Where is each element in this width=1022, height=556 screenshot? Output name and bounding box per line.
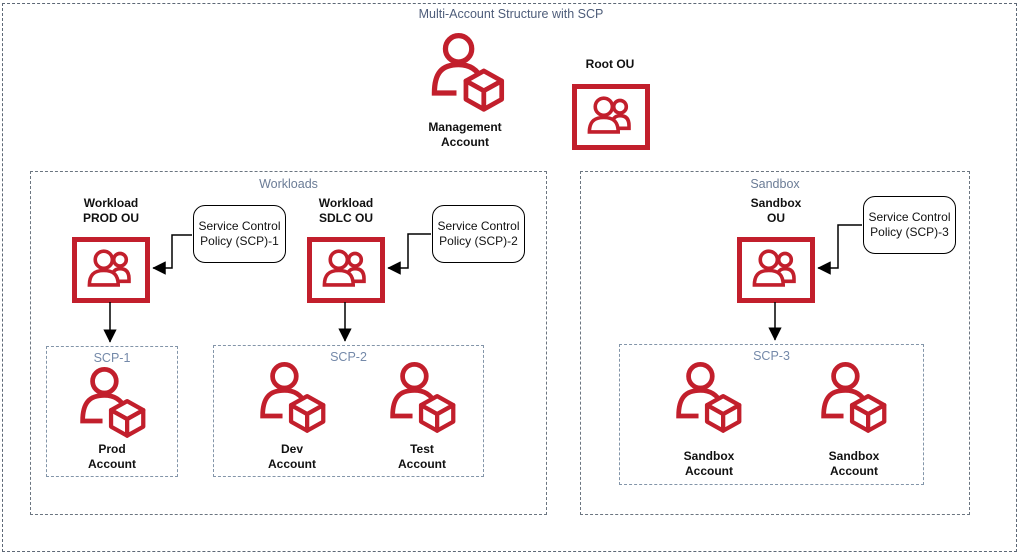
sandbox-account-label-2: Sandbox Account <box>828 449 880 478</box>
scp2-group-title: SCP-2 <box>330 350 367 364</box>
workload-prod-ou-label: Workload PROD OU <box>82 196 139 225</box>
test-account-label: Test Account <box>398 442 446 471</box>
workloads-group-title: Workloads <box>259 177 318 191</box>
sandbox-account-label-1: Sandbox Account <box>683 449 735 478</box>
sandbox-account-icon-1 <box>672 361 744 435</box>
workload-prod-ou-icon <box>72 237 150 303</box>
prod-account-label: Prod Account <box>88 442 136 471</box>
sandbox-group-title: Sandbox <box>750 177 800 191</box>
dev-account-label: Dev Account <box>268 442 316 471</box>
workloads-group: Workloads Workload PROD OU Service Contr… <box>30 171 547 515</box>
scp2-policy-box: Service Control Policy (SCP)-2 <box>432 205 525 263</box>
workload-sdlc-ou-label: Workload SDLC OU <box>318 196 374 225</box>
sandbox-ou-label: Sandbox OU <box>750 196 802 225</box>
prod-account-icon <box>76 366 148 440</box>
outer-boundary <box>2 3 1017 552</box>
scp3-group: SCP-3 Sandbox Account Sandbox Account <box>619 344 924 485</box>
scp1-group-title: SCP-1 <box>93 351 131 365</box>
test-account-icon <box>386 361 458 435</box>
diagram-title: Multi-Account Structure with SCP <box>418 7 604 21</box>
management-account-label: Management Account <box>428 120 502 149</box>
sandbox-ou-icon <box>737 237 815 303</box>
scp2-group: SCP-2 Dev Account Test Account <box>213 345 484 477</box>
management-account-icon <box>427 32 507 114</box>
scp3-group-title: SCP-3 <box>753 349 790 363</box>
workload-sdlc-ou-icon <box>307 237 385 303</box>
sandbox-account-icon-2 <box>817 361 889 435</box>
root-ou-icon <box>572 84 650 150</box>
dev-account-icon <box>256 361 328 435</box>
scp1-policy-box: Service Control Policy (SCP)-1 <box>193 205 286 263</box>
root-ou-label: Root OU <box>585 57 635 71</box>
sandbox-group: Sandbox Sandbox OU Service Control Polic… <box>580 171 970 515</box>
scp3-policy-box: Service Control Policy (SCP)-3 <box>863 196 956 254</box>
scp1-group: SCP-1 Prod Account <box>46 346 178 477</box>
